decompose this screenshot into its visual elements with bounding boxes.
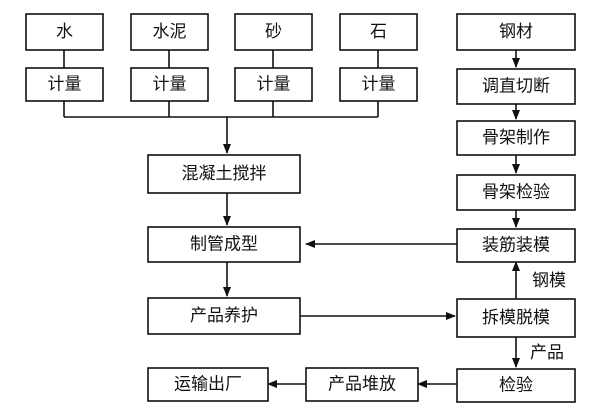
- node-shipping-label: 运输出厂: [174, 375, 242, 395]
- node-rebar-mold-assembly: 装筋装模: [456, 228, 576, 263]
- node-straighten-cut: 调直切断: [456, 68, 576, 105]
- node-cage-making-label: 骨架制作: [482, 128, 550, 148]
- node-cage-making: 骨架制作: [456, 120, 576, 156]
- node-mixing-label: 混凝土搅拌: [182, 164, 267, 184]
- node-sand-label: 砂: [265, 22, 282, 42]
- node-mixing: 混凝土搅拌: [147, 154, 301, 194]
- node-stone-label: 石: [370, 22, 387, 42]
- node-measure-water: 计量: [25, 67, 104, 102]
- node-product-stacking: 产品堆放: [305, 367, 419, 402]
- node-measure-stone: 计量: [339, 67, 418, 102]
- node-demold: 拆模脱模: [456, 298, 576, 338]
- node-measure-stone-label: 计量: [362, 75, 396, 95]
- node-demold-label: 拆模脱模: [482, 308, 550, 328]
- node-water: 水: [25, 13, 104, 51]
- edge-label-product: 产品: [530, 343, 564, 363]
- node-steel: 钢材: [456, 13, 576, 51]
- node-product-stacking-label: 产品堆放: [328, 375, 396, 395]
- node-shipping: 运输出厂: [147, 367, 269, 402]
- node-cage-inspection: 骨架检验: [456, 174, 576, 211]
- node-cement: 水泥: [130, 13, 209, 51]
- edge-label-steel-mold: 钢模: [532, 271, 566, 291]
- node-stone: 石: [339, 13, 418, 51]
- node-product-curing: 产品养护: [147, 297, 301, 335]
- node-straighten-cut-label: 调直切断: [482, 77, 550, 97]
- node-steel-label: 钢材: [499, 22, 533, 42]
- connectors: [63, 50, 520, 388]
- node-cage-inspection-label: 骨架检验: [482, 183, 550, 203]
- node-sand: 砂: [234, 13, 313, 51]
- node-water-label: 水: [56, 22, 73, 42]
- node-inspection-label: 检验: [499, 376, 533, 396]
- node-pipe-forming: 制管成型: [147, 226, 301, 263]
- node-cement-label: 水泥: [153, 22, 187, 42]
- node-measure-cement-label: 计量: [153, 75, 187, 95]
- node-product-curing-label: 产品养护: [190, 306, 258, 326]
- node-measure-cement: 计量: [130, 67, 209, 102]
- node-measure-water-label: 计量: [48, 75, 82, 95]
- node-inspection: 检验: [456, 368, 576, 403]
- node-measure-sand-label: 计量: [257, 75, 291, 95]
- node-pipe-forming-label: 制管成型: [190, 235, 258, 255]
- node-measure-sand: 计量: [234, 67, 313, 102]
- node-rebar-mold-assembly-label: 装筋装模: [482, 236, 550, 256]
